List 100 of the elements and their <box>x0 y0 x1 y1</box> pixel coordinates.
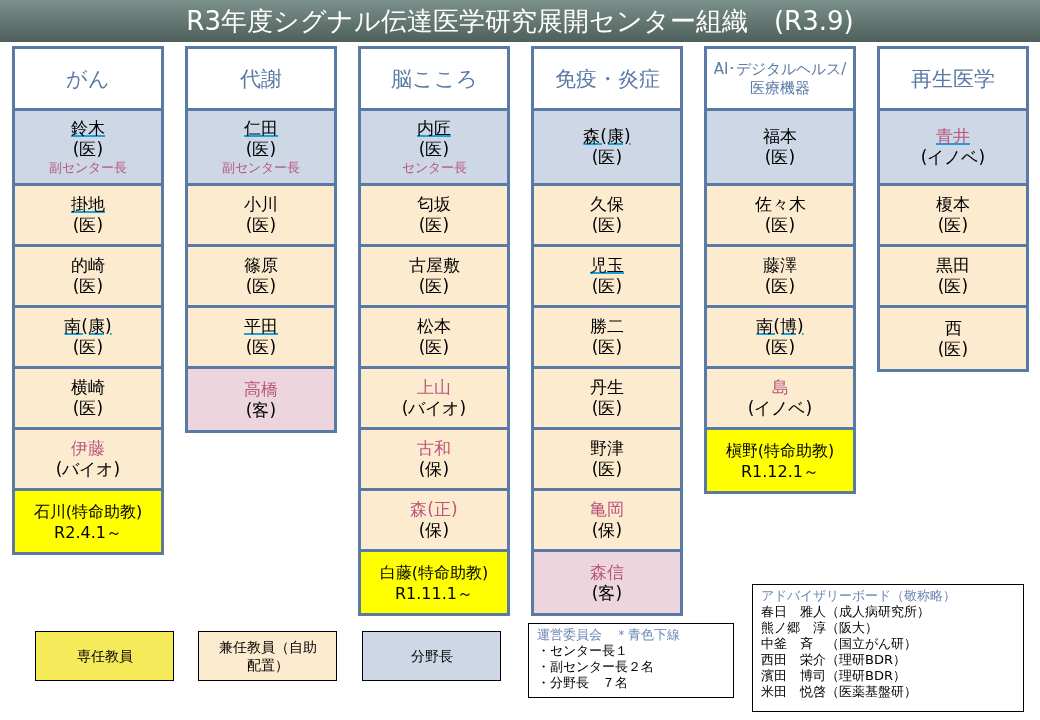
member-cell <box>15 111 161 186</box>
member-name: 佐々木 <box>754 194 806 215</box>
member-cell <box>361 111 507 186</box>
member-cell <box>15 186 161 247</box>
affiliation-text: (保) <box>591 520 623 541</box>
affiliation-text: (保) <box>418 520 450 541</box>
member-cell <box>534 430 680 491</box>
member-cell <box>534 552 680 613</box>
affiliation-text: (医) <box>937 276 969 297</box>
affiliation-text: (医) <box>591 459 623 480</box>
member-cell <box>534 308 680 369</box>
member-name: 森(康) <box>583 126 631 147</box>
member-name: 平田 <box>244 316 278 337</box>
member-name: 篠原 <box>244 255 278 276</box>
member-cell <box>880 247 1026 308</box>
affiliation-text: (医) <box>764 337 796 358</box>
member-name: 藤澤 <box>763 255 797 276</box>
member-cell <box>15 247 161 308</box>
member-name: 石川(特命助教) <box>33 500 143 522</box>
member-cell <box>707 308 853 369</box>
member-cell <box>707 430 853 491</box>
member-name: 横崎 <box>71 377 105 398</box>
affiliation-text: (医) <box>418 337 450 358</box>
column-panel <box>704 46 856 494</box>
member-name: 松本 <box>417 316 451 337</box>
note-line: 熊ノ郷 淳（阪大） <box>761 620 879 636</box>
affiliation-text: (医) <box>418 139 450 160</box>
member-cell <box>534 111 680 186</box>
member-cell <box>361 247 507 308</box>
member-name: 青井 <box>936 126 970 147</box>
legend-text: 兼任教員（自助配置） <box>218 638 317 674</box>
affiliation-text: (医) <box>418 215 450 236</box>
affiliation-text: (医) <box>937 338 969 360</box>
affiliation-text: (医) <box>72 337 104 358</box>
affiliation-text: (医) <box>764 276 796 297</box>
affiliation-text: (医) <box>72 139 104 160</box>
member-name: 榎本 <box>936 194 970 215</box>
member-cell <box>534 369 680 430</box>
member-name: 白藤(特命助教) <box>379 561 489 583</box>
member-name: 野津 <box>590 438 624 459</box>
member-cell <box>188 111 334 186</box>
start-date: R1.11.1～ <box>395 582 473 604</box>
column-panel <box>877 46 1029 372</box>
member-name: 南(博) <box>756 316 804 337</box>
affiliation-text: (医) <box>245 337 277 358</box>
role-text: 副センター長 <box>222 160 300 176</box>
affiliation-text: (医) <box>418 276 450 297</box>
start-date: R1.12.1～ <box>741 460 819 482</box>
note-line: 春日 雅人（成人病研究所） <box>761 604 931 620</box>
note-line: ・センター長１ <box>537 643 629 659</box>
note-line: 西田 栄介（理研BDR） <box>761 652 907 668</box>
affiliation-text: (医) <box>245 139 277 160</box>
member-name: 掛地 <box>71 194 105 215</box>
note-line: 濱田 博司（理研BDR） <box>761 668 907 684</box>
member-name: 福本 <box>763 126 797 147</box>
legend-text: 専任教員 <box>76 647 133 665</box>
member-cell <box>188 247 334 308</box>
member-name: 高橋 <box>244 378 278 400</box>
member-cell <box>15 308 161 369</box>
affiliation-text: (医) <box>937 215 969 236</box>
member-name: 森信 <box>590 561 624 583</box>
column-heading: 代謝 <box>240 65 282 93</box>
note-line: 米田 悦啓（医薬基盤研） <box>761 684 918 700</box>
note-line: ・分野長 ７名 <box>537 675 629 691</box>
member-cell <box>188 186 334 247</box>
affiliation-text: (医) <box>764 147 796 168</box>
member-cell <box>707 247 853 308</box>
affiliation-text: (バイオ) <box>401 398 467 419</box>
member-name: 黒田 <box>936 255 970 276</box>
column-panel <box>12 46 164 555</box>
member-name: 仁田 <box>244 118 278 139</box>
member-name: 伊藤 <box>71 438 105 459</box>
member-name: 島 <box>771 377 789 398</box>
affiliation-text: (医) <box>591 398 623 419</box>
affiliation-text: (医) <box>245 215 277 236</box>
member-name: 鈴木 <box>71 118 105 139</box>
member-name: 亀岡 <box>590 499 624 520</box>
affiliation-text: (医) <box>591 337 623 358</box>
affiliation-text: (医) <box>591 147 623 168</box>
role-text: 副センター長 <box>49 160 127 176</box>
note-heading: アドバイザリーボード（敬称略） <box>761 588 957 604</box>
member-name: 森(正) <box>410 499 458 520</box>
member-name: 南(康) <box>64 316 112 337</box>
member-cell <box>15 369 161 430</box>
affiliation-text: (医) <box>72 398 104 419</box>
member-cell <box>534 186 680 247</box>
column-heading: AI･デジタルヘルス/医療機器 <box>712 59 848 98</box>
member-cell <box>707 369 853 430</box>
member-cell <box>880 111 1026 186</box>
member-name: 匂坂 <box>417 194 451 215</box>
affiliation-text: (客) <box>591 582 623 604</box>
column-panel <box>185 46 337 433</box>
member-cell <box>707 186 853 247</box>
column-heading: がん <box>66 65 110 93</box>
member-cell <box>15 491 161 552</box>
member-name: 古和 <box>417 438 451 459</box>
member-cell <box>534 491 680 552</box>
column-heading: 再生医学 <box>911 65 995 93</box>
member-name: 的崎 <box>71 255 105 276</box>
affiliation-text: (医) <box>245 276 277 297</box>
